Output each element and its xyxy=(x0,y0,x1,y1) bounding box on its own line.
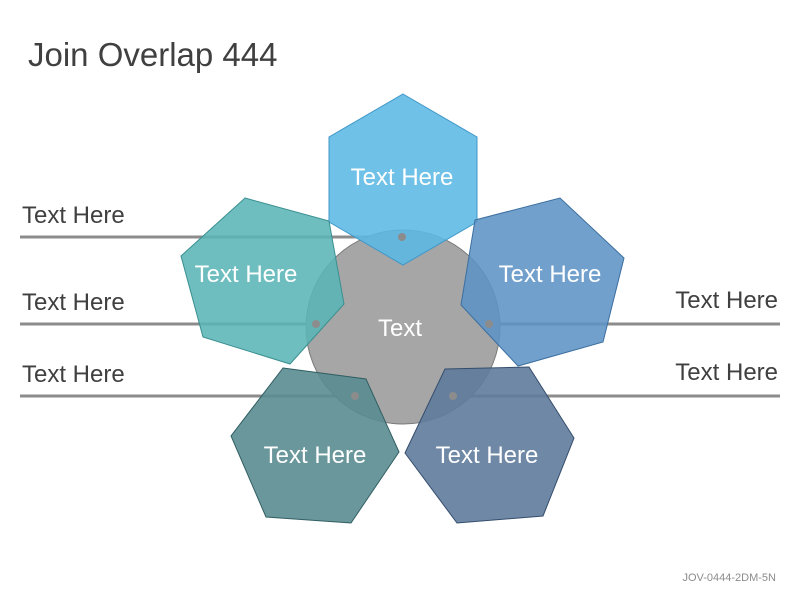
callout-dot-left-3 xyxy=(351,392,359,400)
petal-top-label: Text Here xyxy=(351,164,454,191)
petal-top: Text Here xyxy=(328,93,478,266)
petal-right-shape xyxy=(460,197,625,367)
callout-dot-left-1 xyxy=(398,233,406,241)
petal-bottom-left-label: Text Here xyxy=(264,442,367,469)
petal-bottom-right: Text Here xyxy=(404,366,575,524)
petal-bottom-right-label: Text Here xyxy=(436,442,539,469)
callout-label-left-2: Text Here xyxy=(22,289,125,316)
page-title: Join Overlap 444 xyxy=(28,36,278,73)
callout-dot-left-2 xyxy=(312,320,320,328)
callout-label-right-1: Text Here xyxy=(675,287,778,314)
callout-label-left-1: Text Here xyxy=(22,202,125,229)
callout-dot-right-1 xyxy=(485,320,493,328)
petal-bottom-left-shape xyxy=(230,367,400,524)
petal-left-shape xyxy=(180,197,345,365)
petal-right-label: Text Here xyxy=(499,261,602,288)
petal-left-label: Text Here xyxy=(195,261,298,288)
center-label: Text xyxy=(378,315,422,342)
petal-bottom-right-shape xyxy=(404,366,575,524)
petal-top-shape xyxy=(328,93,478,266)
callout-dot-right-2 xyxy=(449,392,457,400)
petal-left: Text Here xyxy=(180,197,345,365)
footer-code: JOV-0444-2DM-5N xyxy=(682,572,776,584)
petal-bottom-left: Text Here xyxy=(230,367,400,524)
callout-label-right-2: Text Here xyxy=(675,359,778,386)
petal-right: Text Here xyxy=(460,197,625,367)
callout-label-left-3: Text Here xyxy=(22,361,125,388)
